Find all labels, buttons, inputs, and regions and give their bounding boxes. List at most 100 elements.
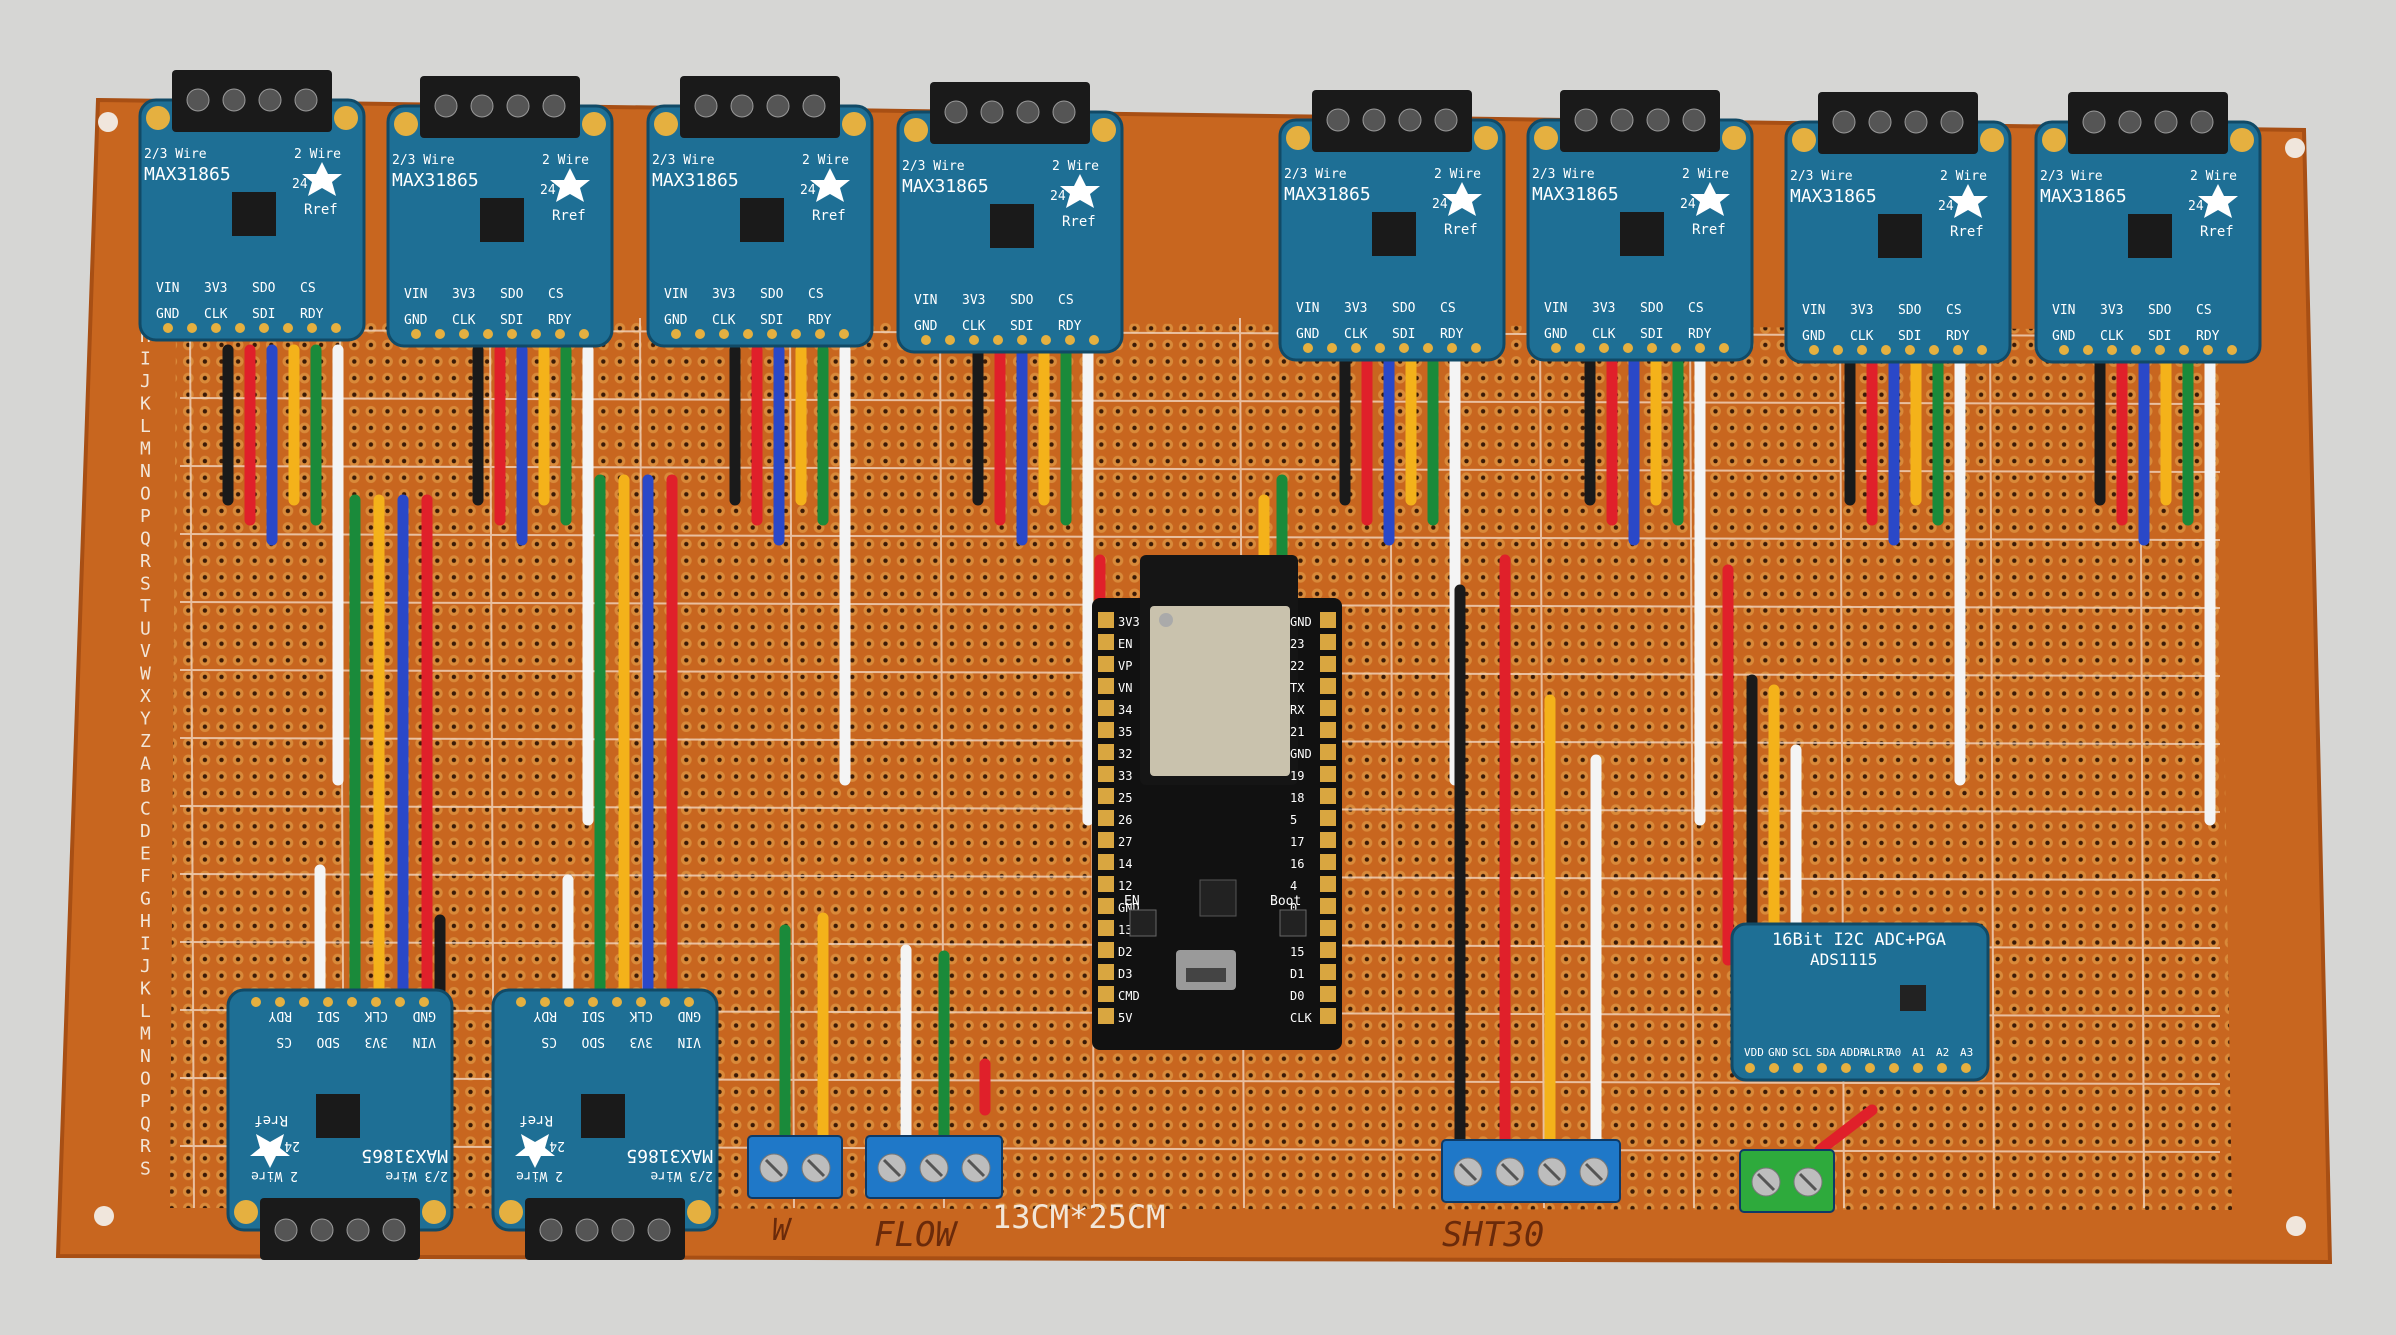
- pin-pad: [411, 329, 421, 339]
- terminal-screw: [944, 100, 968, 124]
- mounting-pad: [146, 106, 170, 130]
- wire-2-label: 2 Wire: [1682, 167, 1729, 182]
- mcu-pin: [1320, 832, 1336, 848]
- pin-pad: [1575, 343, 1585, 353]
- terminal-screw: [766, 94, 790, 118]
- pin-pad: [1065, 335, 1075, 345]
- terminal-block: [930, 82, 1090, 144]
- pin-label: VIN: [664, 287, 687, 302]
- terminal-screw: [1326, 108, 1350, 132]
- row-letter: K: [140, 394, 151, 415]
- pin-pad: [483, 329, 493, 339]
- mcu-pin-label: CLK: [1290, 1011, 1312, 1025]
- mcu-pin-label: 0: [1290, 901, 1297, 915]
- terminal-screw: [274, 1218, 298, 1242]
- mcu-pin-label: 21: [1290, 725, 1304, 739]
- pin-label: CLK: [1344, 327, 1368, 342]
- pin-pad: [1623, 343, 1633, 353]
- terminal-block-w: [747, 1135, 843, 1199]
- pin-label: 3V3: [365, 1034, 388, 1049]
- row-letter: L: [140, 416, 151, 437]
- mcu-pin-label: GND: [1290, 615, 1312, 629]
- terminal-block: [1312, 90, 1472, 152]
- pin-label: SDI: [582, 1008, 605, 1023]
- mcu-pin: [1320, 722, 1336, 738]
- pin-label: VIN: [1296, 301, 1319, 316]
- pin-pad: [2179, 345, 2189, 355]
- pin-pad: [1977, 345, 1987, 355]
- pin-label: SDI: [1640, 327, 1663, 342]
- mcu-pin-label: D1: [1290, 967, 1304, 981]
- pin-pad: [921, 335, 931, 345]
- adc-pin-pad: [1769, 1063, 1779, 1073]
- pin-label: GND: [1296, 327, 1320, 342]
- pin-pad: [371, 997, 381, 1007]
- mounting-pad: [2230, 128, 2254, 152]
- mounting-pad: [1792, 128, 1816, 152]
- mounting-hole: [98, 112, 118, 132]
- row-letter: R: [140, 551, 151, 572]
- mounting-hole: [2285, 138, 2305, 158]
- mcu-pin: [1098, 964, 1114, 980]
- mcu-pin-label: 18: [1290, 791, 1304, 805]
- row-letter: A: [140, 754, 151, 775]
- pin-pad: [1041, 335, 1051, 345]
- terminal-screw: [258, 88, 282, 112]
- grid-line: [1689, 317, 1695, 1209]
- adc-pin-pad: [1793, 1063, 1803, 1073]
- pin-label: GND: [1802, 329, 1826, 344]
- row-letter: G: [140, 889, 151, 910]
- pin-pad: [2155, 345, 2165, 355]
- mcu-pin: [1320, 1008, 1336, 1024]
- mcu-pin: [1098, 1008, 1114, 1024]
- terminal-screw: [382, 1218, 406, 1242]
- pin-label: SDI: [252, 307, 275, 322]
- wire-2-label: 2 Wire: [2190, 169, 2237, 184]
- wire-23-label: 2/3 Wire: [385, 1168, 448, 1183]
- pin-label: VIN: [413, 1034, 436, 1049]
- mounting-pad: [904, 118, 928, 142]
- mcu-pin-label: VN: [1118, 681, 1132, 695]
- adc-pin-label: A3: [1960, 1046, 1973, 1059]
- pin-pad: [259, 323, 269, 333]
- esp32-module-shield: [1150, 606, 1290, 776]
- pin-label: GND: [677, 1008, 701, 1023]
- mcu-pin-label: 16: [1290, 857, 1304, 871]
- ic-chip: [316, 1094, 360, 1138]
- adc-pin-pad: [1889, 1063, 1899, 1073]
- wire-23-label: 2/3 Wire: [1284, 167, 1347, 182]
- pin-label: GND: [2052, 329, 2076, 344]
- mcu-pin: [1098, 766, 1114, 782]
- chip-label: MAX31865: [144, 164, 231, 185]
- chip-label: MAX31865: [626, 1145, 713, 1166]
- mcu-pin: [1320, 788, 1336, 804]
- pin-label: CLK: [2100, 329, 2124, 344]
- terminal-screw: [294, 88, 318, 112]
- pin-label: SDI: [1392, 327, 1415, 342]
- row-letter: I: [140, 934, 151, 955]
- pin-pad: [1599, 343, 1609, 353]
- adc-pin-pad: [1937, 1063, 1947, 1073]
- pin-label: SDO: [1392, 301, 1416, 316]
- pin-label: RDY: [548, 313, 572, 328]
- ic-chip: [480, 198, 524, 242]
- mcu-pin-label: 33: [1118, 769, 1132, 783]
- pin-pad: [419, 997, 429, 1007]
- mcu-pin-label: 32: [1118, 747, 1132, 761]
- pin-label: SDO: [760, 287, 784, 302]
- row-letter: M: [140, 439, 151, 460]
- row-letter: S: [140, 1159, 151, 1180]
- pin-label: RDY: [1946, 329, 1970, 344]
- terminal-screw: [1610, 108, 1634, 132]
- pin-pad: [815, 329, 825, 339]
- row-letter: B: [140, 776, 151, 797]
- pin-label: RDY: [2196, 329, 2220, 344]
- pin-label: VIN: [1544, 301, 1567, 316]
- mcu-pin: [1098, 700, 1114, 716]
- adc-chip-label: ADS1115: [1810, 950, 1877, 969]
- mcu-pin: [1320, 920, 1336, 936]
- adc-title: 16Bit I2C ADC+PGA: [1772, 930, 1946, 950]
- adc-pin-label: ALRT: [1864, 1046, 1891, 1059]
- ic-chip: [740, 198, 784, 242]
